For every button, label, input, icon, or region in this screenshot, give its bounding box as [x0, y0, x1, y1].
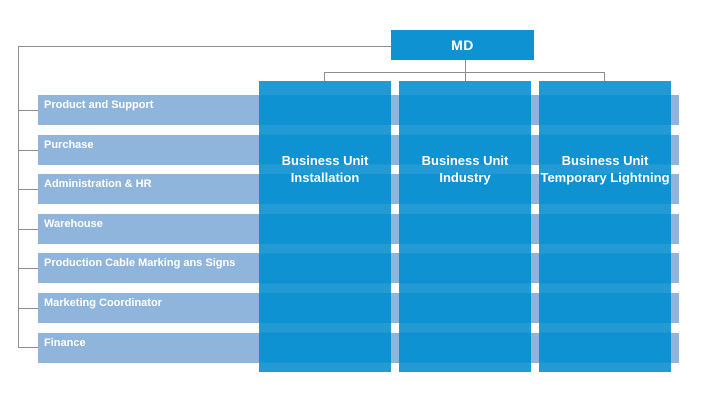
business-unit-label: Business Unit Temporary Lightning [539, 152, 671, 186]
business-unit-label: Business Unit Installation [259, 152, 391, 186]
connector-branch-drop [604, 72, 605, 81]
department-label: Warehouse [44, 218, 103, 230]
connector-stub [18, 229, 38, 230]
business-unit-column-industry: Business Unit Industry [399, 81, 531, 372]
business-unit-label-line1: Business Unit [281, 153, 369, 168]
business-unit-label-line1: Business Unit [561, 153, 649, 168]
connector-stub [18, 150, 38, 151]
department-label: Marketing Coordinator [44, 297, 162, 309]
connector-stub [18, 110, 38, 111]
connector-stub [18, 347, 38, 348]
connector-branch-drop [324, 72, 325, 81]
connector-top-line [18, 46, 391, 47]
department-label: Administration & HR [44, 178, 152, 190]
department-label: Production Cable Marking ans Signs [44, 257, 236, 269]
business-unit-label: Business Unit Industry [399, 152, 531, 186]
connector-stub [18, 268, 38, 269]
business-unit-label-line1: Business Unit [421, 153, 509, 168]
md-root-label: MD [451, 37, 474, 53]
connector-stub [18, 308, 38, 309]
connector-branch-line [324, 72, 605, 73]
business-unit-label-line2: Temporary Lightning [540, 170, 670, 185]
business-unit-column-installation: Business Unit Installation [259, 81, 391, 372]
business-unit-column-temporary-lightning: Business Unit Temporary Lightning [539, 81, 671, 372]
connector-md-drop [465, 60, 466, 81]
department-label: Product and Support [44, 99, 154, 111]
business-unit-label-line2: Industry [439, 170, 491, 185]
business-unit-label-line2: Installation [290, 170, 360, 185]
connector-left-spine [18, 46, 19, 348]
md-root-box: MD [391, 30, 534, 60]
department-label: Purchase [44, 139, 94, 151]
department-label: Finance [44, 337, 86, 349]
connector-stub [18, 189, 38, 190]
